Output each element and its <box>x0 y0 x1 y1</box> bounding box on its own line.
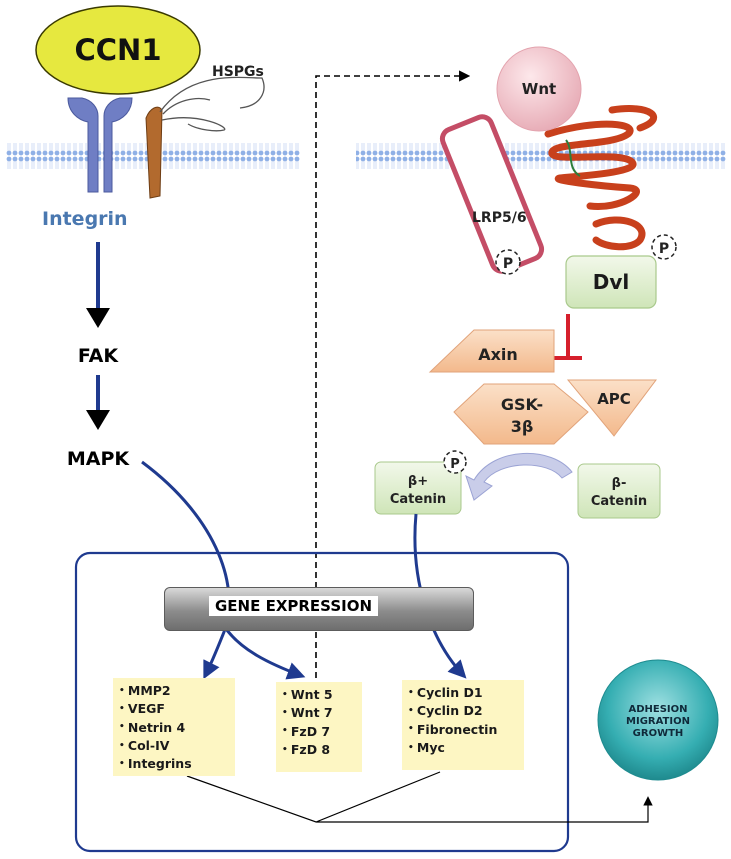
fak-label: FAK <box>78 345 120 367</box>
gene-item: FzD 7 <box>282 723 356 741</box>
axin-label: Axin <box>478 345 518 364</box>
gene-item: Netrin 4 <box>119 719 229 737</box>
cell-membrane-right <box>356 143 726 169</box>
gene-item: VEGF <box>119 700 229 718</box>
svg-text:P: P <box>659 241 669 257</box>
gene-group-1: MMP2 VEGF Netrin 4 Col-IV Integrins <box>113 678 235 776</box>
axin-node <box>428 329 555 373</box>
svg-text:Catenin: Catenin <box>390 492 446 507</box>
phospho-dvl <box>651 234 677 260</box>
gene-item: Cyclin D1 <box>408 684 518 702</box>
gene-item: Cyclin D2 <box>408 702 518 720</box>
gene-item: Wnt 5 <box>282 686 356 704</box>
arrowhead-fak <box>86 308 110 328</box>
ccn1-label: CCN1 <box>74 33 161 67</box>
phosphorylation-arrow <box>465 453 573 501</box>
gsk-label-line2: 3β <box>511 417 534 436</box>
gsk-label-line1: GSK- <box>501 395 543 414</box>
dvl-node <box>565 255 657 309</box>
integrin-receptor <box>67 97 133 193</box>
dvl-label: Dvl <box>593 270 630 294</box>
gene-expression-banner: GENE EXPRESSION <box>164 587 474 631</box>
gene-item: Wnt 7 <box>282 704 356 722</box>
arrowhead-mapk <box>86 410 110 430</box>
arrow-mapk-group1 <box>141 460 231 680</box>
nucleus-frame <box>74 551 570 853</box>
svg-text:ADHESION: ADHESION <box>628 704 687 715</box>
gene-item: FzD 8 <box>282 741 356 759</box>
gene-item: Fibronectin <box>408 721 518 739</box>
outcome-node <box>597 659 719 781</box>
wnt-ligand <box>496 46 582 132</box>
svg-text:β+: β+ <box>408 474 428 489</box>
svg-text:P: P <box>503 256 513 272</box>
gene-item: MMP2 <box>119 682 229 700</box>
svg-text:MIGRATION: MIGRATION <box>626 716 690 727</box>
lrp-label: LRP5/6 <box>472 210 527 226</box>
gene-group-2: Wnt 5 Wnt 7 FzD 7 FzD 8 <box>276 682 362 772</box>
beta-catenin-node <box>577 463 661 519</box>
gene-expression-label: GENE EXPRESSION <box>209 596 379 616</box>
gsk3b-node <box>453 383 589 445</box>
dashed-feedback-arrow <box>315 70 471 698</box>
arrow-mapk-group2 <box>222 625 306 680</box>
gene-item: Integrins <box>119 755 229 773</box>
frizzled-receptor <box>544 105 657 251</box>
ccn1-node <box>35 5 201 95</box>
apc-node <box>566 379 657 437</box>
gene-item: Myc <box>408 739 518 757</box>
lrp5-6-receptor <box>439 114 545 274</box>
svg-text:P: P <box>450 457 460 472</box>
svg-text:GROWTH: GROWTH <box>633 728 684 739</box>
svg-text:Catenin: Catenin <box>591 494 647 509</box>
phospho-lrp <box>495 249 521 275</box>
beta-catenin-p-node <box>374 461 462 515</box>
hspgs-label: HSPGs <box>212 64 264 80</box>
hspg-proteoglycan <box>145 76 265 199</box>
phospho-catenin <box>443 450 467 474</box>
svg-text:β-: β- <box>612 476 627 491</box>
output-lines <box>186 771 648 823</box>
mapk-label: MAPK <box>67 448 131 470</box>
wnt-label: Wnt <box>522 80 556 98</box>
apc-label: APC <box>597 390 631 408</box>
gene-group-3: Cyclin D1 Cyclin D2 Fibronectin Myc <box>402 680 524 770</box>
integrin-label: Integrin <box>42 208 128 230</box>
gene-item: Col-IV <box>119 737 229 755</box>
